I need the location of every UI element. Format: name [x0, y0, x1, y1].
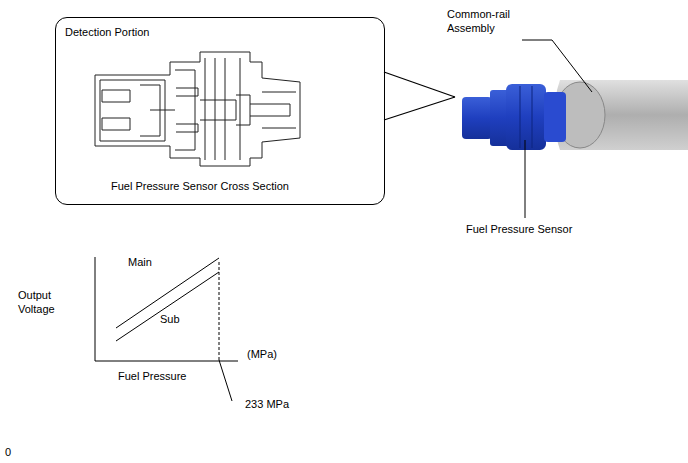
sensor-cross-section — [95, 52, 300, 166]
callout-wedge — [384, 72, 455, 120]
value-label: 233 MPa — [245, 398, 315, 412]
fuel-pressure-sensor — [462, 84, 566, 150]
graph — [95, 257, 238, 361]
figure-number: 0 — [5, 446, 25, 460]
leader-line — [219, 40, 592, 401]
part-name: Common-rail Assembly — [447, 8, 523, 36]
axis-label: Output Voltage — [18, 289, 76, 317]
callout-caption: Fuel Pressure Sensor Cross Section — [111, 180, 289, 194]
callout-box: Detection PortionFuel Pressure Sensor Cr… — [55, 17, 385, 205]
part-name: Fuel Pressure Sensor — [466, 223, 606, 237]
axis-label: Fuel Pressure — [118, 370, 218, 384]
axis-unit: (MPa) — [247, 348, 297, 362]
curve-label: Main — [128, 256, 168, 270]
curve-label: Sub — [160, 313, 200, 327]
common-rail-assembly — [554, 80, 688, 150]
callout-title: Detection Portion — [65, 26, 149, 40]
